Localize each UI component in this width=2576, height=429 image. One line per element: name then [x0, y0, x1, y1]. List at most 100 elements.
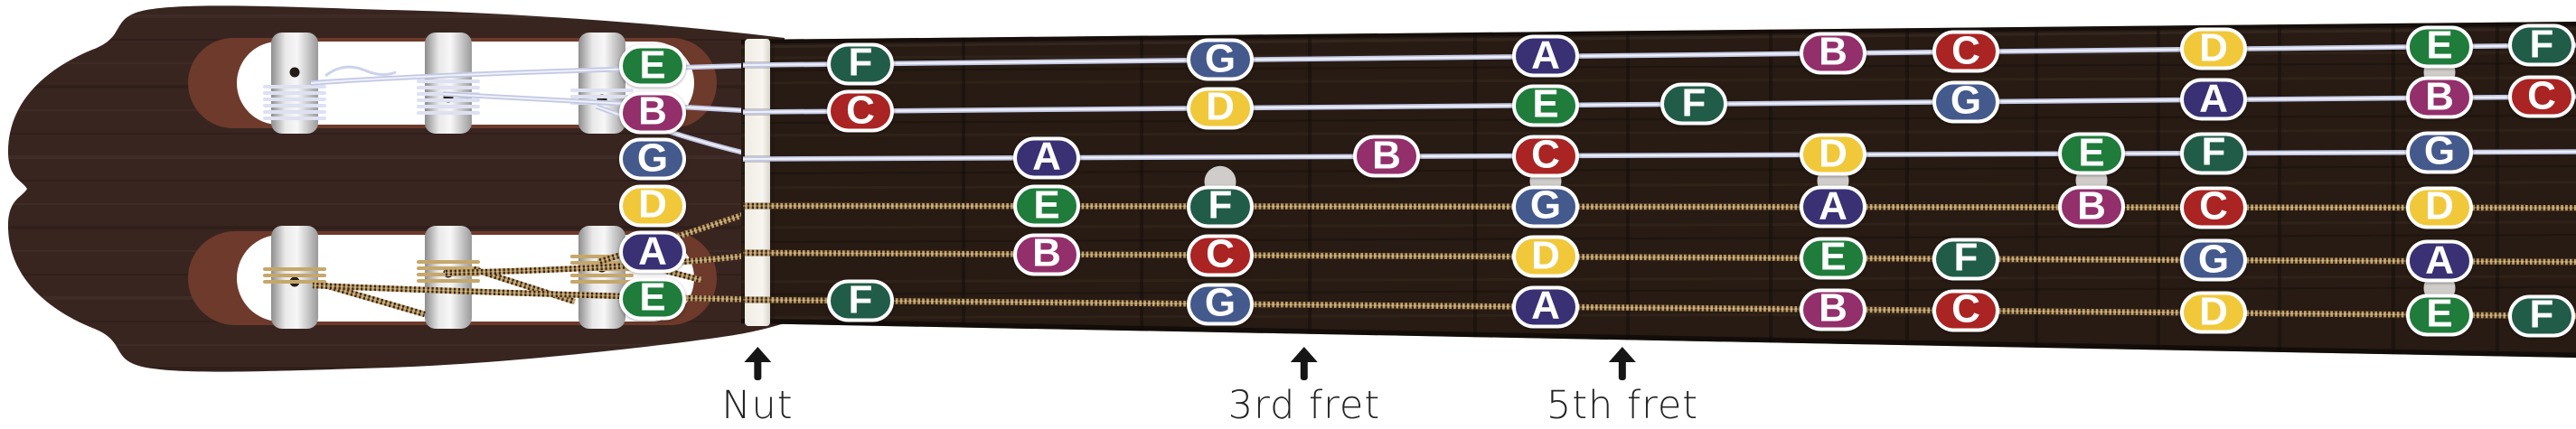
note-marker-string4-fret0: D — [619, 182, 686, 228]
note-letter: C — [1531, 132, 1560, 177]
up-arrow-icon — [1290, 347, 1319, 381]
note-letter: G — [2197, 237, 2230, 281]
note-marker-string4-fret10: C — [2180, 183, 2247, 229]
note-letter: G — [2423, 128, 2456, 173]
note-marker-string6-fret0: E — [619, 275, 686, 321]
nut-label-group: Nut — [721, 347, 793, 425]
note-marker-string2-fret6: F — [1660, 80, 1727, 126]
string-end — [324, 65, 397, 78]
note-letter: G — [1529, 182, 1562, 228]
note-letter: C — [1206, 231, 1235, 276]
note-marker-string6-fret12: E — [2406, 291, 2473, 337]
note-letter: F — [2201, 129, 2226, 174]
note-marker-string3-fret9: E — [2058, 130, 2125, 175]
note-letter: E — [2426, 291, 2453, 336]
note-letter: F — [2529, 22, 2554, 67]
note-letter: E — [639, 275, 666, 320]
note-marker-string3-fret7: D — [1800, 131, 1866, 176]
note-marker-string5-fret12: A — [2406, 238, 2473, 283]
wound-string — [324, 282, 426, 318]
note-marker-string1-fret0: E — [619, 42, 686, 88]
note-marker-string2-fret12: B — [2406, 74, 2473, 119]
note-marker-string5-fret3: C — [1187, 231, 1254, 277]
note-marker-string4-fret3: F — [1187, 185, 1254, 228]
note-letter: F — [1681, 80, 1706, 126]
note-marker-string3-fret10: F — [2180, 129, 2247, 175]
note-letter: A — [2199, 76, 2228, 121]
note-marker-string1-fret8: C — [1932, 28, 1999, 73]
note-letter: C — [1951, 28, 1980, 73]
note-letter: B — [1372, 133, 1401, 178]
note-letter: A — [1531, 33, 1560, 78]
tuning-peg-roller — [578, 33, 625, 134]
string-hole — [289, 67, 300, 78]
note-marker-string5-fret0: A — [619, 228, 686, 274]
note-letter: E — [1532, 81, 1559, 126]
note-letter: C — [2199, 183, 2228, 228]
note-letter: D — [1531, 233, 1560, 278]
note-letter: B — [2425, 74, 2454, 119]
note-letter: G — [1204, 36, 1236, 81]
up-arrow-icon — [743, 347, 772, 381]
note-marker-string6-fret10: D — [2180, 289, 2247, 334]
note-letter: D — [1206, 84, 1235, 129]
note-letter: B — [2077, 183, 2106, 228]
note-letter: D — [2199, 289, 2228, 334]
note-marker-string3-fret0: G — [619, 137, 686, 181]
note-letter: F — [1208, 182, 1233, 228]
note-marker-string4-fret9: B — [2058, 183, 2125, 228]
headstock — [7, 5, 785, 372]
note-letter: A — [638, 228, 667, 274]
note-letter: A — [1531, 283, 1560, 328]
note-letter: E — [2078, 130, 2105, 175]
note-letter: E — [1033, 182, 1060, 228]
note-marker-string2-fret1: C — [827, 88, 894, 133]
note-letter: B — [1819, 29, 1847, 74]
fifth-fret-label-group: 5th fret — [1547, 347, 1698, 425]
up-arrow-icon — [1608, 347, 1637, 381]
note-marker-string4-fret5: G — [1512, 185, 1579, 228]
note-marker-string5-fret8: F — [1932, 238, 1999, 281]
note-marker-string1-fret10: D — [2180, 27, 2247, 70]
note-letter: B — [1032, 230, 1061, 275]
fifth-fret-label: 5th fret — [1546, 383, 1699, 428]
note-marker-string2-fret3: D — [1187, 84, 1254, 130]
note-marker-string1-fret5: A — [1512, 33, 1579, 78]
note-marker-string5-fret5: D — [1512, 233, 1579, 278]
note-letter: F — [2529, 292, 2554, 337]
note-marker-string2-fret10: A — [2180, 76, 2247, 121]
note-letter: D — [1819, 131, 1847, 176]
third-fret-label-group: 3rd fret — [1228, 347, 1380, 425]
note-marker-string1-fret13: F — [2508, 22, 2575, 67]
note-marker-string2-fret8: G — [1932, 80, 1999, 124]
note-marker-string3-fret5: C — [1512, 132, 1579, 178]
note-letter: A — [1032, 134, 1061, 179]
note-marker-string3-fret12: G — [2406, 128, 2473, 174]
note-marker-string2-fret13: C — [2508, 73, 2575, 118]
note-marker-string4-fret7: A — [1800, 183, 1866, 228]
note-letter: G — [1204, 280, 1236, 325]
note-letter: C — [1951, 286, 1980, 331]
note-letter: F — [848, 40, 873, 85]
note-letter: C — [846, 88, 875, 133]
note-marker-string6-fret7: B — [1800, 288, 1866, 331]
note-letter: F — [848, 277, 873, 322]
note-marker-string6-fret8: C — [1932, 286, 1999, 332]
note-letter: A — [2425, 238, 2454, 283]
note-marker-string5-fret2: B — [1013, 230, 1080, 276]
note-letter: B — [638, 89, 667, 134]
note-marker-string1-fret7: B — [1800, 29, 1866, 75]
note-marker-string5-fret10: G — [2180, 237, 2247, 282]
third-fret-label: 3rd fret — [1227, 383, 1381, 428]
note-letter: E — [639, 42, 666, 88]
note-letter: C — [2527, 73, 2556, 118]
note-marker-string4-fret2: E — [1013, 182, 1080, 228]
note-letter: E — [2426, 23, 2453, 68]
note-marker-string6-fret3: G — [1187, 280, 1254, 326]
note-letter: B — [1819, 285, 1847, 331]
note-letter: D — [638, 182, 667, 227]
note-letter: A — [1819, 183, 1847, 228]
note-marker-string5-fret7: E — [1800, 237, 1866, 280]
wound-string — [742, 296, 2576, 320]
